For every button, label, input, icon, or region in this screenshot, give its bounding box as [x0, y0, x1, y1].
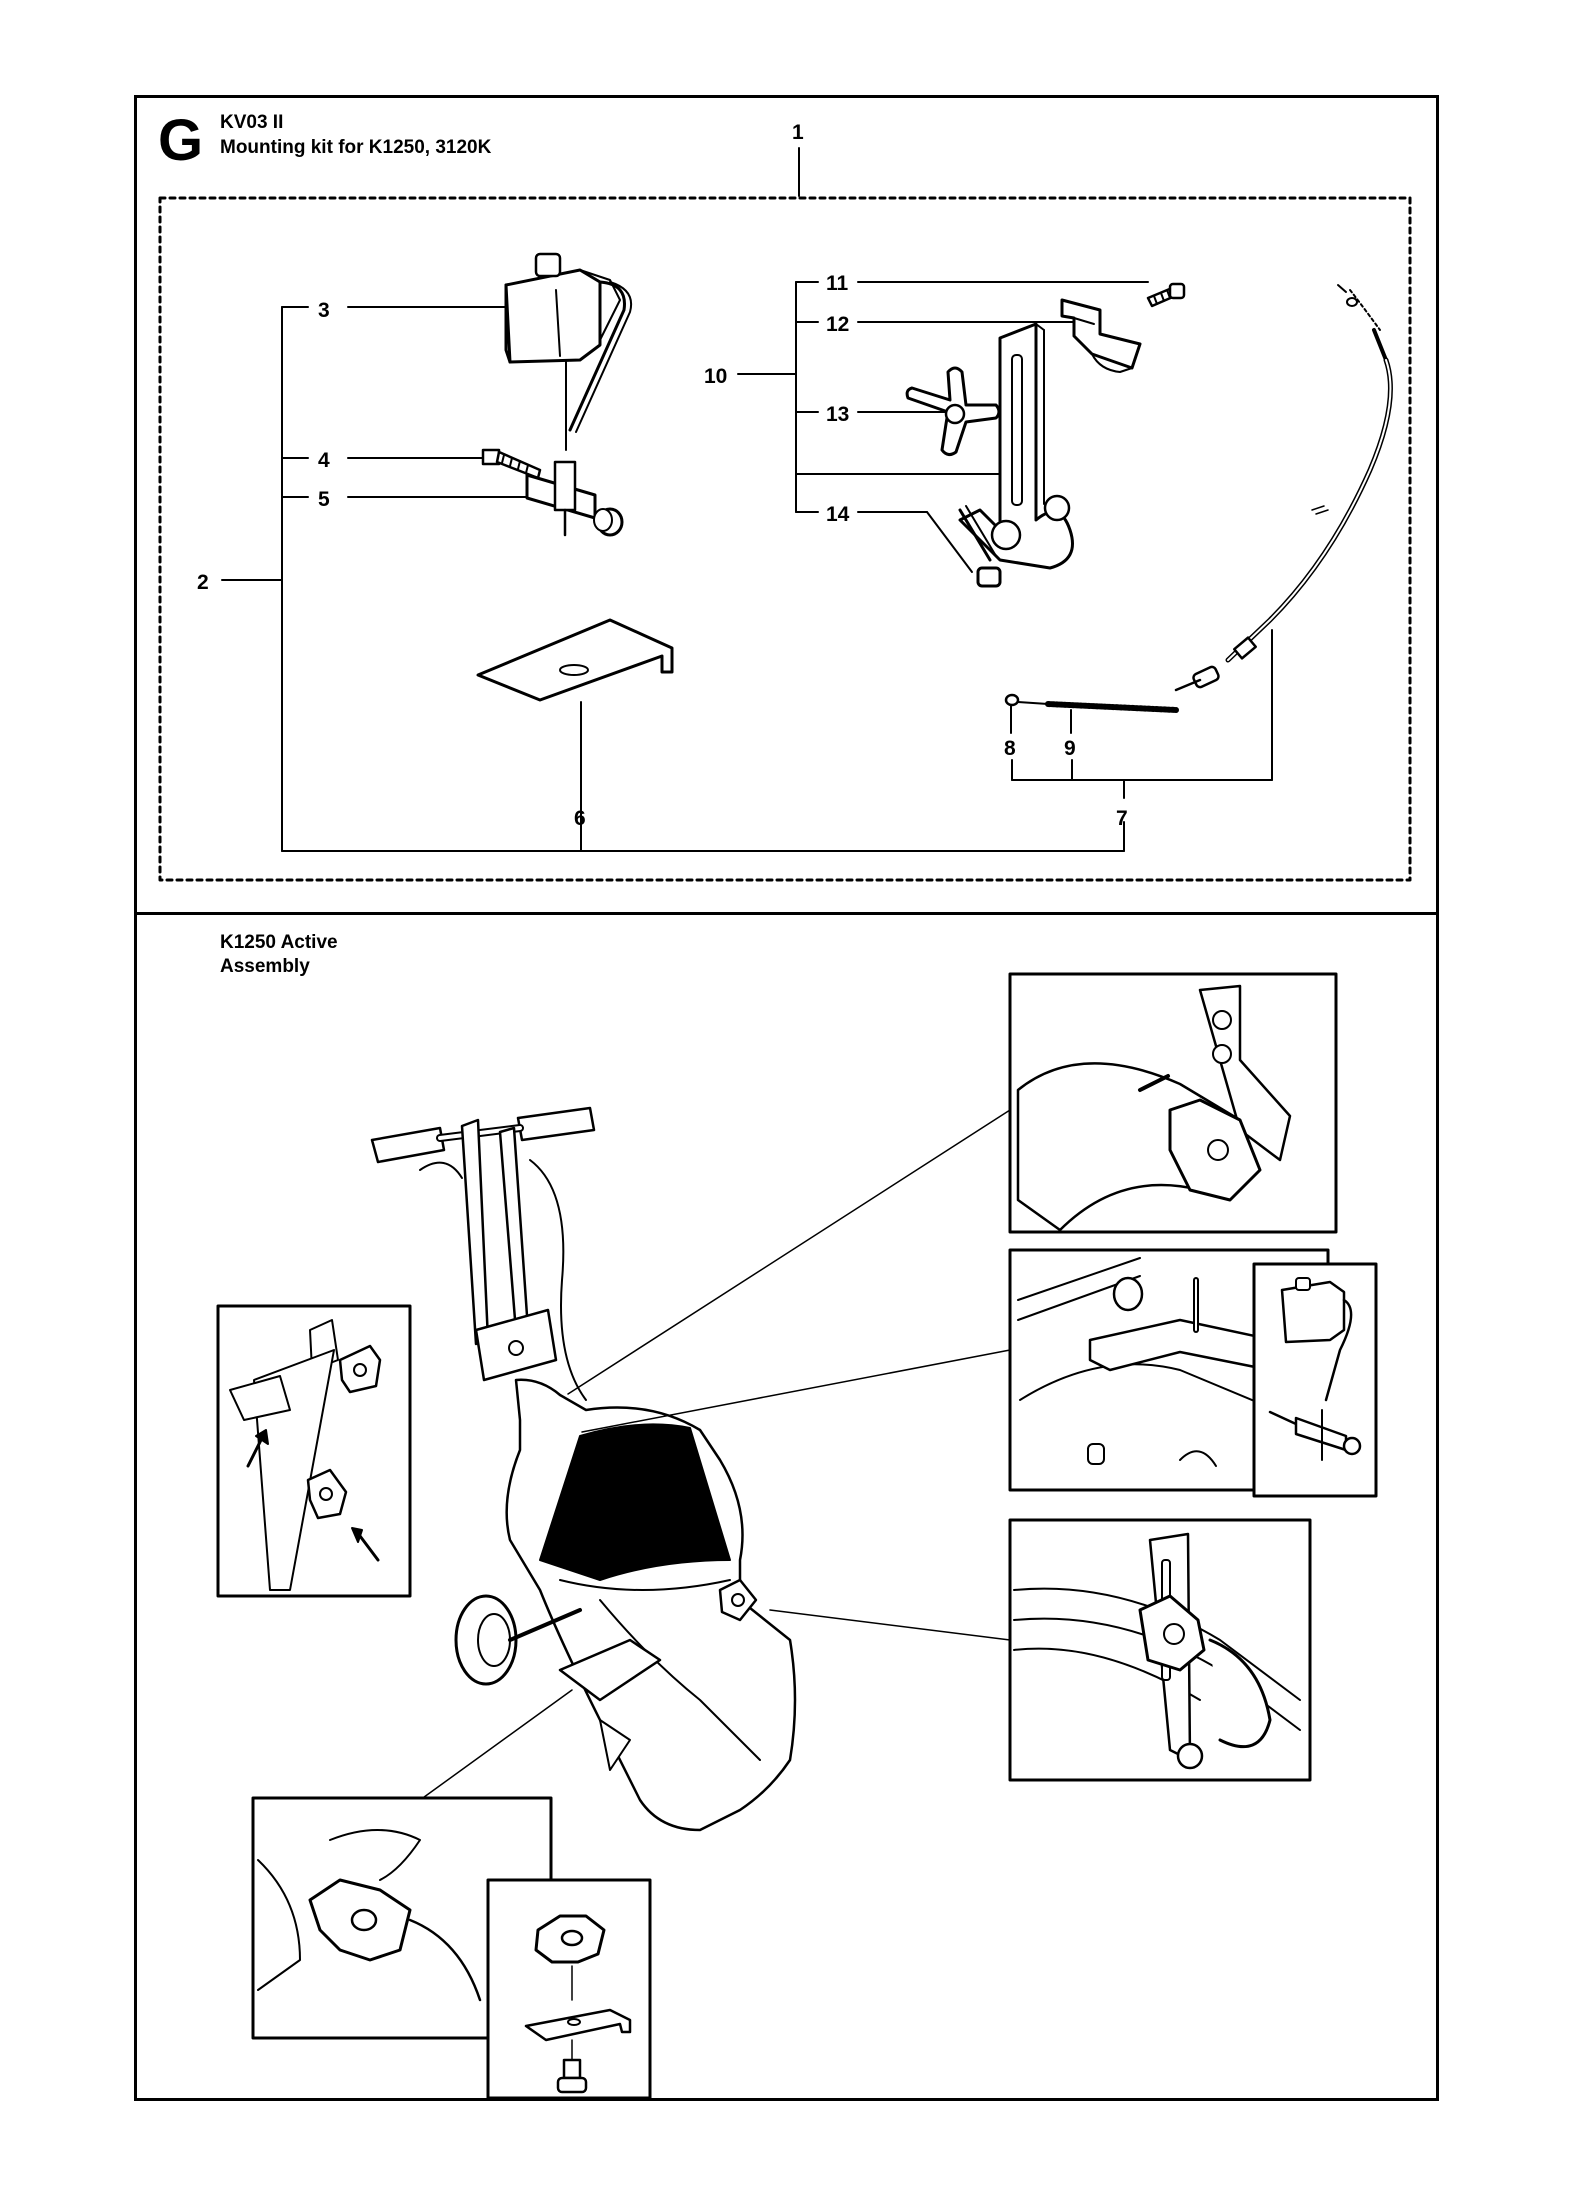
- callout-11: 11: [826, 272, 849, 295]
- part-6-plate: [478, 620, 672, 700]
- detail-leaders: [420, 1110, 1010, 1800]
- detail-top-right: [1010, 974, 1336, 1232]
- kit-boundary: [160, 198, 1410, 880]
- part-14-pin: [960, 506, 1000, 586]
- assembly-title-line1: K1250 Active: [220, 932, 338, 953]
- kit-code: KV03 II: [220, 112, 284, 133]
- part-7-cable: [1006, 285, 1390, 710]
- leader-2: [222, 307, 1124, 851]
- assembly-title-line2: Assembly: [220, 956, 310, 977]
- callout-4: 4: [318, 449, 330, 472]
- callout-5: 5: [318, 488, 330, 511]
- callout-1: 1: [792, 121, 804, 144]
- part-4-screw: [483, 450, 540, 478]
- detail-bottom-right: [1010, 1520, 1310, 1780]
- callout-7: 7: [1116, 807, 1128, 830]
- part-11-screw: [1148, 284, 1184, 306]
- detail-knob-inset: [488, 1880, 650, 2098]
- part-12-clip: [1062, 300, 1140, 372]
- part-10-bracket: [960, 324, 1073, 568]
- callout-6: 6: [574, 807, 586, 830]
- leader-7: [1012, 630, 1272, 851]
- part-3-holder: [506, 254, 631, 450]
- detail-tank-inset: [1254, 1264, 1376, 1496]
- callout-12: 12: [826, 313, 850, 336]
- detail-left: [218, 1306, 410, 1596]
- callout-13: 13: [826, 403, 850, 426]
- part-13-knob: [907, 368, 999, 455]
- kit-title: Mounting kit for K1250, 3120K: [220, 137, 492, 158]
- section-divider: [134, 912, 1439, 915]
- page-frame: [134, 95, 1439, 2101]
- callout-10: 10: [704, 365, 728, 388]
- callout-14: 14: [826, 503, 850, 526]
- leader-10: [738, 282, 1036, 512]
- machine-drawing: [372, 1108, 795, 1830]
- callout-2: 2: [197, 571, 209, 594]
- callout-3: 3: [318, 299, 330, 322]
- section-letter: G: [158, 108, 204, 173]
- callout-9: 9: [1064, 737, 1076, 760]
- part-5-clamp: [527, 462, 622, 535]
- callout-8: 8: [1004, 737, 1016, 760]
